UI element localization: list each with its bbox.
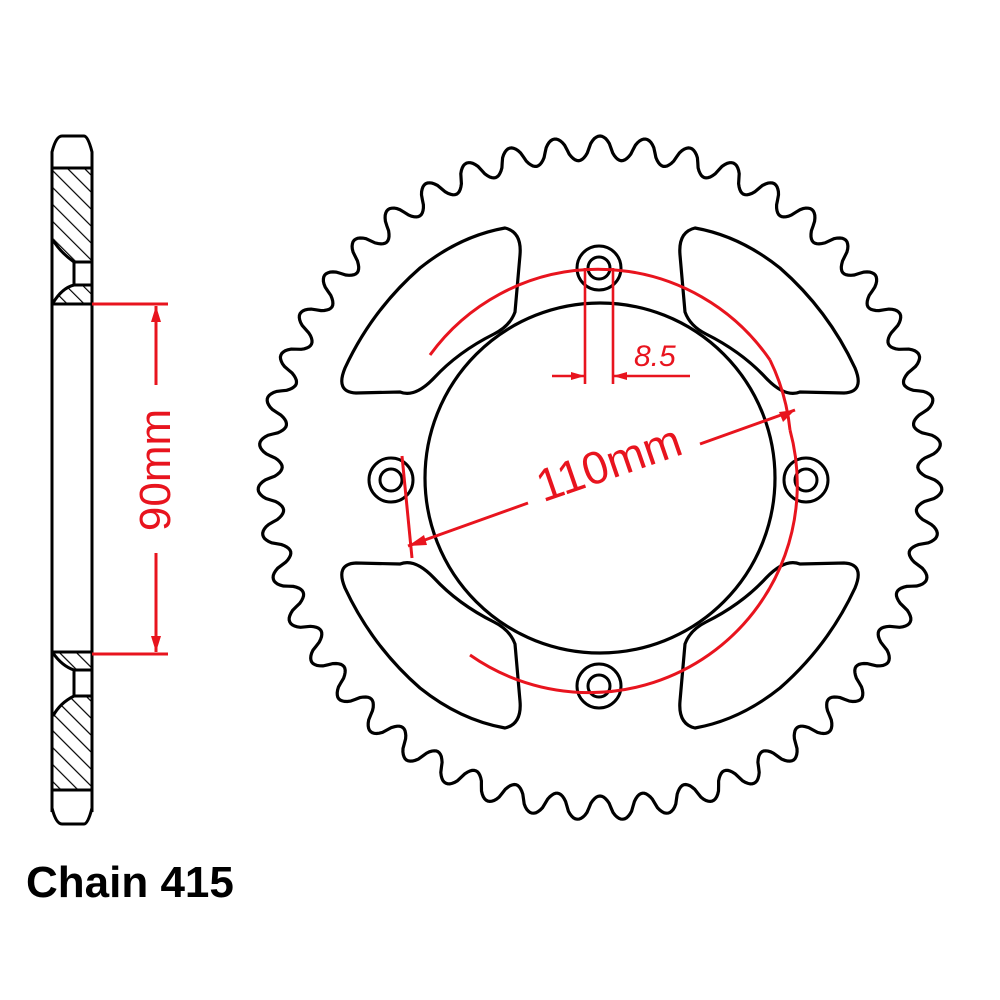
side-profile-view bbox=[50, 134, 94, 826]
side-top-tooth bbox=[50, 134, 94, 168]
sprocket-teeth-outline bbox=[256, 134, 944, 821]
pcd-dimension bbox=[400, 408, 796, 559]
bore-dimension bbox=[92, 302, 168, 656]
bolt-hole-right bbox=[782, 456, 830, 504]
side-top-hatch bbox=[53, 169, 91, 262]
pcd-circle bbox=[428, 267, 799, 695]
pcd-dimension-label: 110mm bbox=[529, 414, 688, 512]
lightening-hole-top-left bbox=[340, 226, 522, 395]
bolt-holes bbox=[367, 244, 830, 710]
lightening-hole-bottom-left bbox=[340, 561, 522, 730]
center-bore bbox=[423, 301, 777, 655]
bore-dimension-label: 90mm bbox=[131, 409, 180, 531]
bolt-hole-dimension-label: 8.5 bbox=[634, 340, 676, 373]
bolt-hole-bottom bbox=[575, 662, 623, 710]
side-bottom-hatch bbox=[53, 696, 91, 790]
lightening-holes bbox=[340, 226, 860, 730]
lightening-hole-bottom-right bbox=[678, 561, 860, 730]
bolt-hole-top bbox=[575, 244, 623, 292]
bolt-hole-dimension bbox=[552, 268, 690, 384]
lightening-hole-top-right bbox=[678, 226, 860, 395]
bolt-hole-left bbox=[367, 456, 415, 504]
chain-size-caption: Chain 415 bbox=[26, 858, 234, 907]
sprocket-front-view: 8.5 110mm bbox=[256, 134, 944, 821]
side-bottom-tooth bbox=[50, 790, 94, 826]
